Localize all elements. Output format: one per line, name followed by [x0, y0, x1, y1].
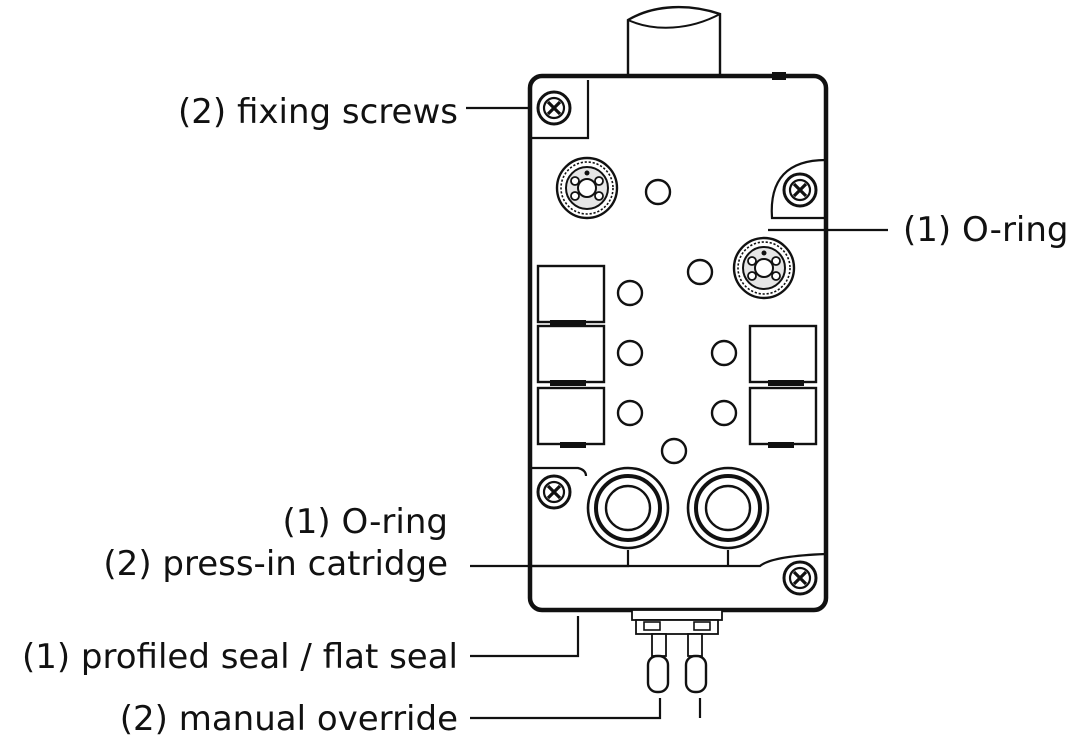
- label-manual-override: (2) manual override: [120, 699, 458, 739]
- fixing-screw-top-left-icon: [536, 90, 572, 126]
- label-profiled-seal: (1) profiled seal / flat seal: [22, 637, 458, 677]
- label-press-in-cartridge: (2) press-in catridge: [103, 544, 448, 584]
- fixing-screw-bottom-right-icon: [782, 560, 818, 596]
- fixing-screw-right-icon: [782, 172, 818, 208]
- press-in-cartridge-left-icon: [586, 466, 670, 550]
- m12-connector-right-icon: [732, 236, 796, 300]
- leader-lines: [466, 106, 888, 720]
- fixing-screw-left-icon: [536, 474, 572, 510]
- label-o-ring-right: (1) O-ring: [903, 210, 1069, 250]
- label-windows-left: [536, 264, 606, 448]
- m12-connector-left-icon: [555, 156, 619, 220]
- leader-manual-override: [470, 698, 702, 720]
- led-indicators: [616, 178, 738, 465]
- leader-profiled-seal: [470, 616, 580, 658]
- label-o-ring-bottom: (1) O-ring: [282, 502, 448, 542]
- manual-override-assembly: [631, 609, 723, 694]
- label-windows-right: [748, 324, 818, 448]
- press-in-cartridge-right-icon: [686, 466, 770, 550]
- label-fixing-screws: (2) fixing screws: [178, 92, 458, 132]
- leader-press-in-cartridge: [470, 550, 730, 568]
- cable: [626, 5, 722, 76]
